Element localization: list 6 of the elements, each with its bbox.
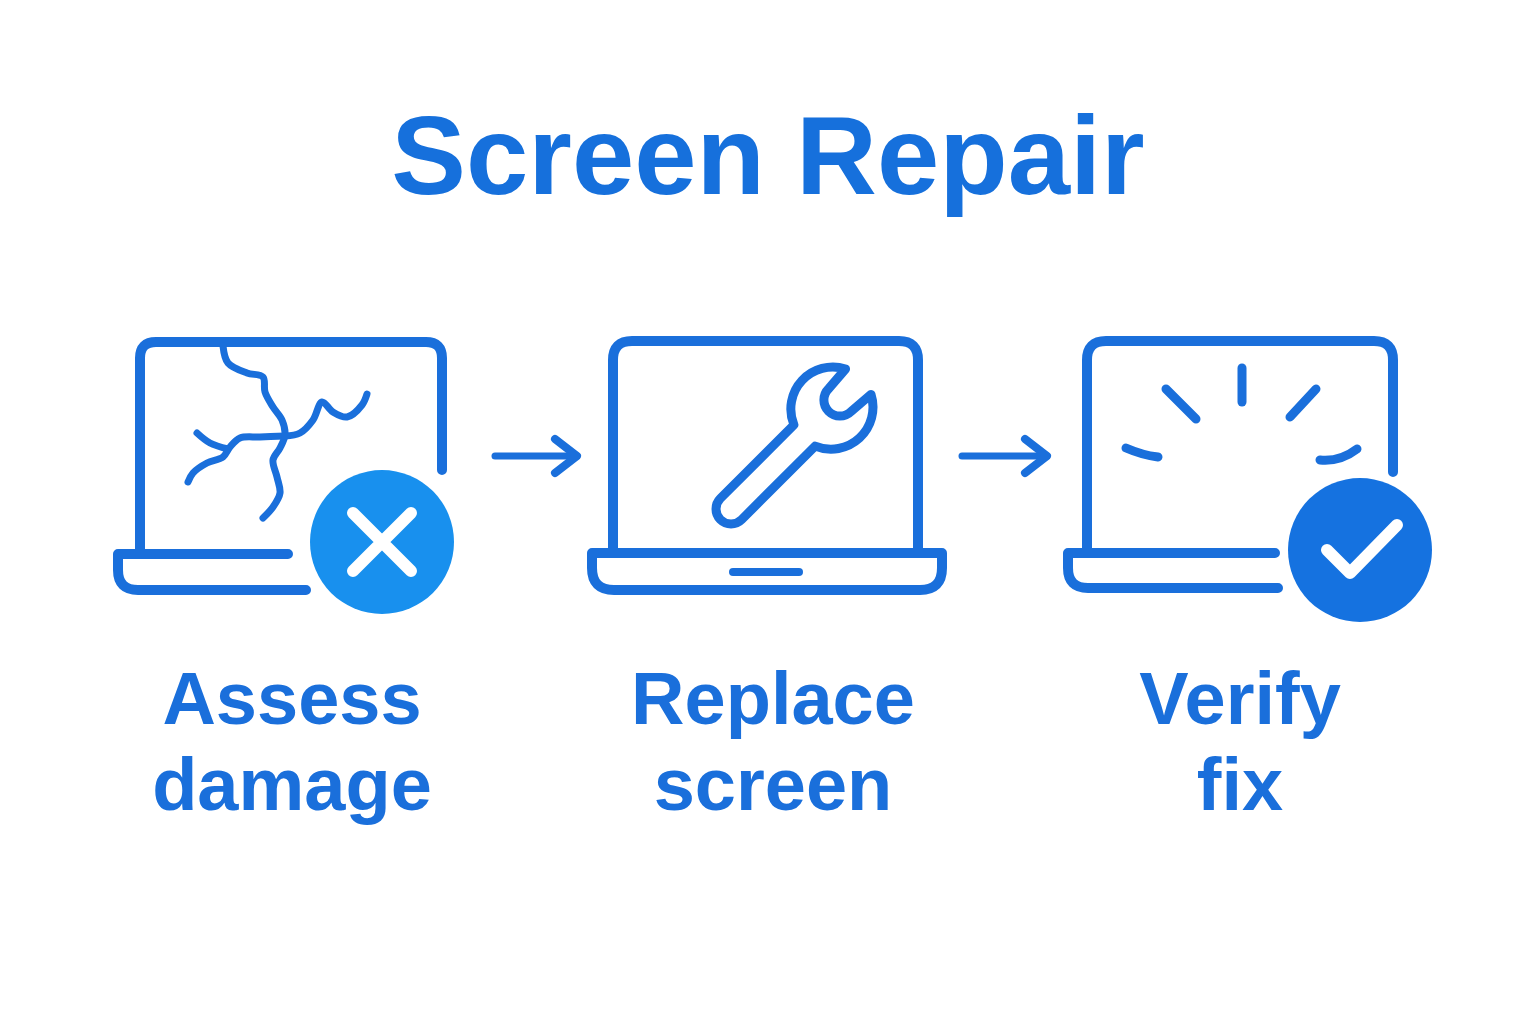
diagram-title: Screen Repair: [391, 92, 1145, 220]
step-label: Verify fix: [1139, 656, 1341, 828]
step-label: Assess damage: [152, 656, 432, 828]
arrow: [491, 435, 581, 477]
step-label: Replace screen: [631, 656, 915, 828]
arrow: [958, 435, 1051, 477]
